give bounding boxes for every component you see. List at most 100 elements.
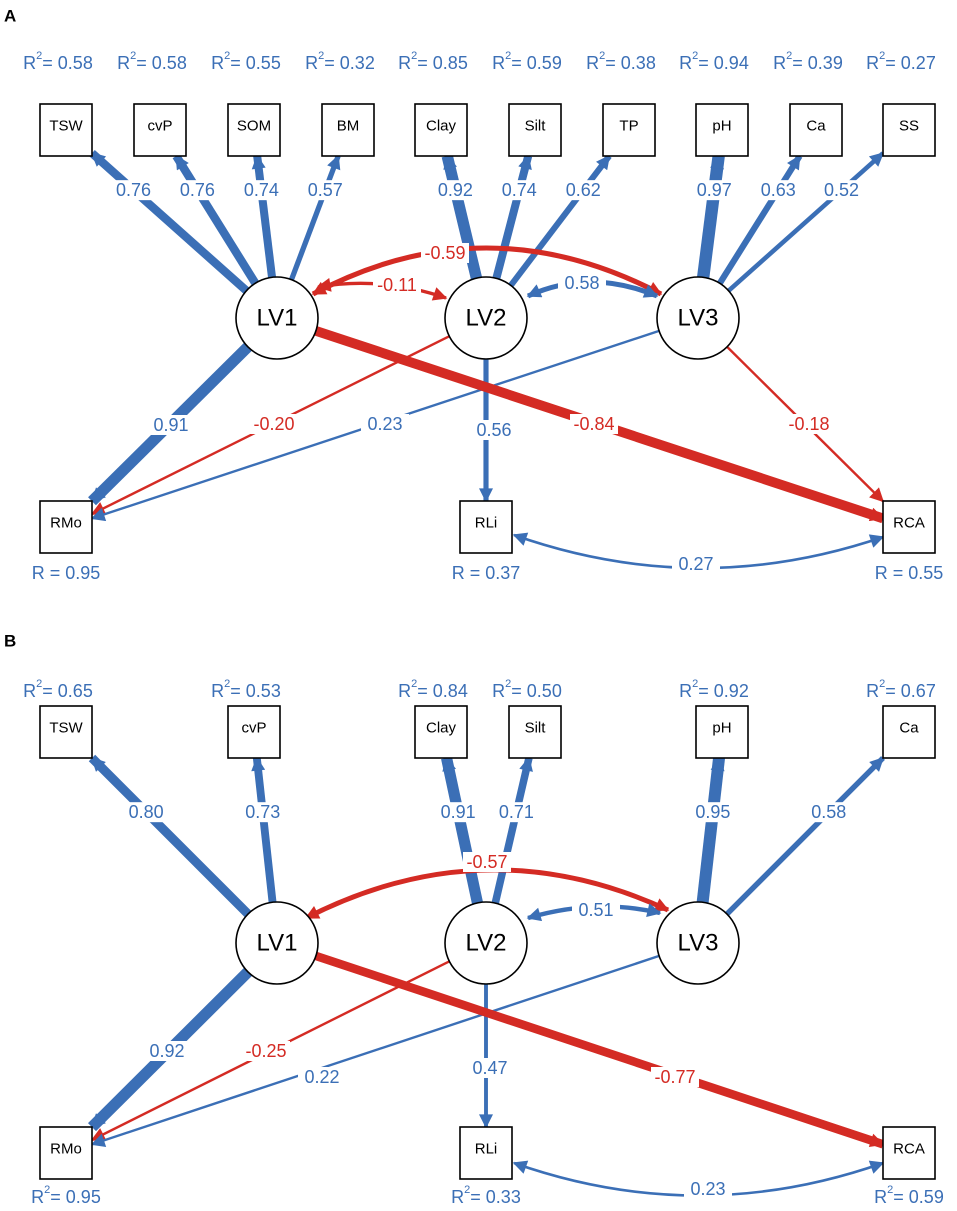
- panel-b-latent-lv2: [444, 901, 528, 985]
- panel-b-box-ph: [695, 705, 749, 759]
- panel-b-path-label-lv2-rmo: -0.25: [245, 1041, 286, 1061]
- panel-b-indicator-ca: Ca: [899, 720, 919, 737]
- panel-b-indicator-tsw: TSW: [49, 720, 83, 737]
- panel-b-path-label-lv3-rmo: 0.22: [304, 1067, 339, 1087]
- panel-a-box-tsw: [39, 103, 93, 157]
- panel-a-box-ss: [882, 103, 936, 157]
- panel-b-loading-lv1-tsw: [88, 754, 257, 923]
- panel-b-fit-rli: R2= 0.33: [451, 1184, 521, 1207]
- panel-a-r2-value-ss: 0.27: [901, 53, 936, 73]
- panel-b-fit-value-rli: 0.33: [486, 1187, 521, 1207]
- panel-a-r2-bm: R2= 0.32: [305, 50, 375, 73]
- panel-a-residual-correlation-label: 0.27: [678, 554, 713, 574]
- panel-a-r2-silt: R2= 0.59: [492, 50, 562, 73]
- panel-a-box-ca: [789, 103, 843, 157]
- panel-a-path-label-lv1-rca: -0.84: [573, 414, 614, 434]
- panel-b-loading-label-bg-tsw: [126, 802, 167, 823]
- panel-b-r2-ca: R2= 0.67: [866, 678, 936, 701]
- panel-a-indicator-tp: TP: [619, 118, 638, 135]
- panel-a-r2-value-tp: 0.38: [621, 53, 656, 73]
- panel-b-indicator-cvp: cvP: [241, 720, 266, 737]
- panel-a-residual-label-bg: [672, 554, 720, 574]
- panel-b-outcome-box-rmo: [39, 1126, 93, 1180]
- panel-a-loading-label-lv2-tp: 0.62: [566, 180, 601, 200]
- panel-b-outcome-box-rli: [459, 1126, 513, 1180]
- panel-a-outcome-box-rca: [882, 500, 936, 554]
- panel-a-loading-label-lv3-ss: 0.52: [824, 180, 859, 200]
- panel-a-latent-lv3: [656, 276, 740, 360]
- panel-b-path-label-bg-lv2-rmo: [242, 1041, 290, 1061]
- panel-a-path-label-lv3-rmo: 0.23: [367, 414, 402, 434]
- panel-b-loading-lv2-silt: [489, 756, 533, 912]
- panel-a-indicator-silt: Silt: [525, 118, 547, 135]
- panel-a-loading-label-bg-silt: [499, 180, 540, 201]
- panel-a-correlation-label-bg-lv1-lv2: [373, 275, 421, 295]
- panel-a-r2-cvp: R2= 0.58: [117, 50, 187, 73]
- panel-b-outcome-rca: RCA: [893, 1141, 925, 1158]
- panel-a-r2-tsw: R2= 0.58: [23, 50, 93, 73]
- panel-a-outcome-rmo: RMo: [50, 515, 82, 532]
- panel-a-box-silt: [508, 103, 562, 157]
- panel-a-path-label-lv2-rmo: -0.20: [253, 414, 294, 434]
- panel-a-loading-label-lv3-ca: 0.63: [761, 180, 796, 200]
- panel-b-letter: B: [4, 632, 16, 651]
- panel-a-fit-value-rli: 0.37: [485, 563, 520, 583]
- panel-a-r2-value-som: 0.55: [246, 53, 281, 73]
- panel-a-correlation-label-bg-lv2-lv3: [558, 273, 606, 293]
- panel-a-path-label-bg-lv2-rmo: [250, 414, 298, 434]
- panel-a-path-label-bg-lv1-rmo: [147, 415, 195, 435]
- panel-a-r2-tp: R2= 0.38: [586, 50, 656, 73]
- panel-a-correlation-label-lv2-lv3: 0.58: [564, 273, 599, 293]
- panel-a-fit-value-rmo: 0.95: [65, 563, 100, 583]
- panel-a-loading-lv1-bm: [286, 154, 341, 289]
- panel-b-r2-value-clay: 0.84: [433, 681, 468, 701]
- panel-b-loading-label-bg-silt: [496, 802, 537, 823]
- panel-a-correlation-label-lv1-lv3: -0.59: [424, 243, 465, 263]
- panel-a-indicator-ph: pH: [712, 118, 731, 135]
- panel-b-path-label-lv1-rmo: 0.92: [149, 1041, 184, 1061]
- panel-b-path-lv3-rmo: [90, 952, 666, 1148]
- panel-a-path-label-lv3-rca: -0.18: [788, 414, 829, 434]
- panel-b-r2-clay: R2= 0.84: [398, 678, 468, 701]
- panel-a-latent-label-lv2: LV2: [466, 305, 507, 332]
- panel-a-r2-som: R2= 0.55: [211, 50, 281, 73]
- panel-b-correlation-label-bg-lv2-lv3: [572, 900, 620, 920]
- panel-b-loading-label-bg-cvp: [242, 802, 283, 823]
- panel-b-path-label-bg-lv1-rmo: [143, 1041, 191, 1061]
- panel-a-indicator-cvp: cvP: [147, 118, 172, 135]
- panel-a-loading-lv2-silt: [490, 154, 533, 288]
- panel-a-indicator-clay: Clay: [426, 118, 457, 135]
- panel-a-indicator-ca: Ca: [806, 118, 826, 135]
- panel-b-residual-label-bg: [684, 1179, 732, 1199]
- panel-a-loading-label-bg-clay: [435, 180, 476, 201]
- panel-a-loading-label-bg-bm: [305, 180, 346, 201]
- panel-a-loading-lv1-som: [251, 154, 277, 286]
- panel-b-box-ca: [882, 705, 936, 759]
- panel-a-loading-lv3-ss: [721, 151, 885, 298]
- panel-a-latent-lv2: [444, 276, 528, 360]
- panel-a-loading-label-bg-cvp: [177, 180, 218, 201]
- panel-a-indicator-tsw: TSW: [49, 118, 83, 135]
- panel-a-fit-rca: R = 0.55: [875, 563, 944, 583]
- panel-a-box-ph: [695, 103, 749, 157]
- panel-a-fit-rli: R = 0.37: [452, 563, 521, 583]
- panel-a-path-label-lv1-rmo: 0.91: [153, 415, 188, 435]
- panel-b-loading-lv3-ca: [719, 756, 885, 922]
- panel-a-latent-label-lv3: LV3: [678, 305, 719, 332]
- panel-b-loading-label-bg-ph: [692, 802, 733, 823]
- panel-a-loading-lv1-cvp: [172, 153, 264, 293]
- panel-b-loading-label-lv3-ph: 0.95: [695, 802, 730, 822]
- panel-b-path-label-bg-lv1-rca: [651, 1067, 699, 1087]
- panel-a-correlation-label-lv1-lv2: -0.11: [377, 275, 417, 295]
- panel-b-latent-lv1: [235, 901, 319, 985]
- panel-a-latent-lv1: [235, 276, 319, 360]
- panel-b-fit-rmo: R2= 0.95: [31, 1184, 101, 1207]
- panel-b-fit-value-rmo: 0.95: [66, 1187, 101, 1207]
- panel-b-latent-label-lv3: LV3: [678, 930, 719, 957]
- panel-b-r2-tsw: R2= 0.65: [23, 678, 93, 701]
- panel-b-loading-label-lv1-cvp: 0.73: [245, 802, 280, 822]
- panel-a-box-cvp: [133, 103, 187, 157]
- panel-a-loading-label-bg-tsw: [113, 180, 154, 201]
